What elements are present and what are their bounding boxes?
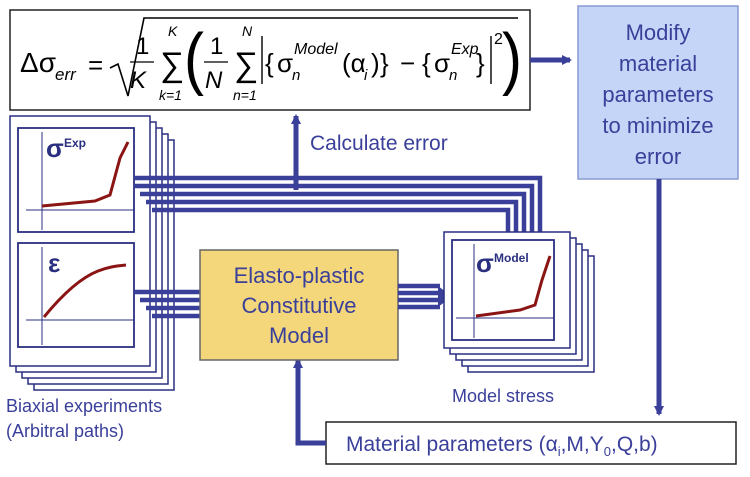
sigma-model: σ [277,48,293,78]
biaxial-label-line-2: (Arbitral paths) [6,421,124,441]
model-stress-curve [475,255,552,318]
exp-sigma-sup: Exp [64,136,86,150]
sigma-exp: σ [434,48,450,78]
brace-left-2: { [422,48,431,78]
formula-lhs: Δσ [20,47,56,78]
modify-line-5: error [635,144,681,169]
modify-parameters-box: Modify material parameters to minimize e… [577,5,739,180]
formula-equals: = [88,50,103,80]
constitutive-box-bg [199,249,399,361]
formula-box [9,9,531,111]
material-parameters-box: Material parameters (αi,M,Y0,Q,b) [325,421,737,465]
model-stress-stack: σ Model [443,231,595,373]
exp-stress-panel: σ Exp [17,127,135,233]
exp-sigma-symbol: σ [46,133,64,163]
frac1-numerator: 1 [136,33,149,60]
sqrt-sign [109,17,518,97]
experiment-stack: σ Exp ε [9,115,175,391]
sigma-exp-sup: Exp [451,41,479,58]
constitutive-line-3: Model [269,323,329,348]
big-paren-right: ) [502,19,522,97]
error-formula: Δσ err = 1 K K ∑ k=1 ( 1 N N ∑ n=1 { [9,9,531,111]
modify-line-2: material [619,51,697,76]
exp-data-bus [134,175,543,232]
modify-line-1: Modify [626,20,691,45]
sum2-sigma: ∑ [234,46,258,84]
frac2-numerator: 1 [210,33,223,60]
model-sigma-sup: Model [494,251,529,265]
constitutive-line-2: Constitutive [242,293,357,318]
brace-right-1: } [380,48,389,78]
calculate-error-label: Calculate error [310,132,448,155]
frac2-denominator: N [205,67,223,94]
material-box-bg [325,421,737,465]
sigma-model-sub: n [292,67,300,84]
exp-stress-curve [41,141,130,208]
model-stress-panel [451,239,555,341]
strain-input-bus [134,289,200,319]
sum2-lower: n=1 [233,87,257,103]
alpha-open: (α [342,48,366,78]
sum2-upper: N [242,23,253,39]
constitutive-line-1: Elasto-plastic [234,263,365,288]
exp-strain-symbol: ε [48,248,60,278]
modify-line-3: parameters [602,82,713,107]
sigma-model-sup: Model [294,41,338,58]
model-stress-label: Model stress [452,386,554,406]
formula-lhs-sub: err [55,65,77,84]
sum1-lower: k=1 [159,87,182,103]
modify-box-bg [577,5,739,180]
model-output-bus [398,283,440,310]
big-paren-left: ( [184,19,204,97]
alpha-close: ) [371,48,380,78]
frac1-denominator: K [130,67,147,94]
modify-line-4: to minimize [602,113,713,138]
biaxial-label-line-1: Biaxial experiments [6,396,162,416]
material-params-text: Material parameters (αi,M,Y0,Q,b) [346,433,658,459]
sum1-sigma: ∑ [160,46,184,84]
exp-strain-panel: ε [17,242,135,348]
arrow-params-to-model [293,358,326,446]
sigma-exp-sub: n [449,67,457,84]
constitutive-model-box: Elasto-plastic Constitutive Model [199,249,399,361]
brace-left-1: { [265,48,274,78]
sum1-upper: K [168,23,178,39]
exp-strain-curve [42,263,127,318]
power-two: 2 [494,31,503,48]
minus-sign: − [400,48,415,78]
model-sigma-symbol: σ [476,248,494,278]
alpha-sub: i [364,67,368,84]
brace-right-2: } [476,48,485,78]
